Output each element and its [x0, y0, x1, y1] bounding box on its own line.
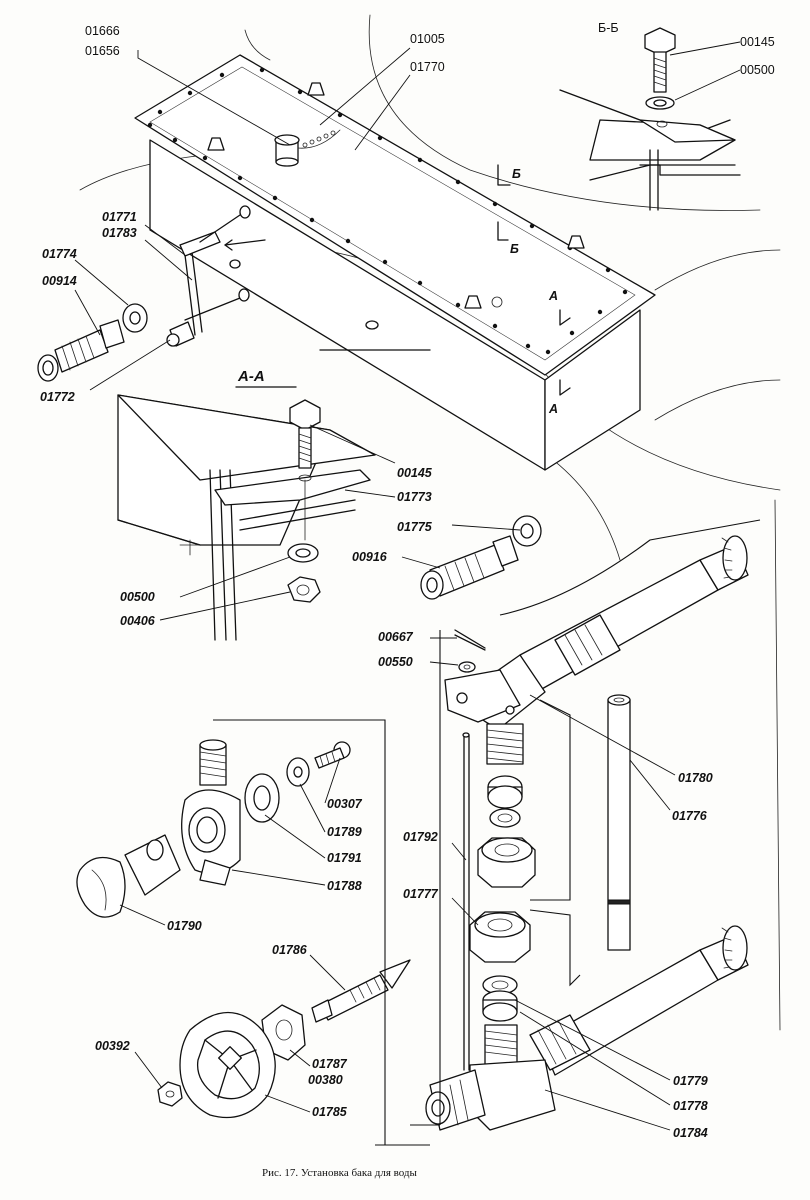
section-title-bb: Б-Б — [598, 21, 619, 35]
section-aa-detail — [117, 394, 376, 641]
part-label: 01771 — [102, 210, 137, 224]
lid-rivets — [147, 67, 628, 355]
section-cut-label: Б — [512, 167, 521, 181]
upper-elbow-pipe — [444, 535, 749, 765]
part-label: 01790 — [167, 919, 202, 933]
part-label: 00500 — [740, 63, 775, 77]
part-label: 00914 — [42, 274, 77, 288]
valve-spindle — [311, 959, 411, 1023]
section-title-aa: А-А — [237, 368, 265, 385]
part-label: 01666 — [85, 24, 120, 38]
part-label: 01788 — [327, 879, 362, 893]
part-label: 01778 — [673, 1099, 708, 1113]
part-label: 01773 — [397, 490, 432, 504]
part-label: 00380 — [308, 1073, 343, 1087]
leader-lines — [74, 41, 741, 1131]
part-label: 00500 — [120, 590, 155, 604]
lower-tee-fitting — [425, 925, 749, 1131]
part-label: 00667 — [378, 630, 414, 644]
part-label: 01656 — [85, 44, 120, 58]
part-label: 00145 — [397, 466, 433, 480]
handwheel-nut — [157, 1081, 183, 1107]
part-label: 00550 — [378, 655, 413, 669]
part-label: 00916 — [352, 550, 388, 564]
part-label: 01776 — [672, 809, 708, 823]
filler-neck — [274, 129, 341, 167]
section-cut-label: А — [548, 402, 558, 416]
inset-section-bb — [559, 27, 741, 211]
section-cut-label: Б — [510, 242, 519, 256]
part-label: 01784 — [673, 1126, 708, 1140]
part-label: 00145 — [740, 35, 775, 49]
part-label: 01774 — [42, 247, 77, 261]
tank-outlet-fitting-right — [420, 515, 542, 600]
part-label: 01777 — [403, 887, 439, 901]
part-label: 01005 — [410, 32, 445, 46]
section-cut-label: А — [548, 289, 558, 303]
part-label: 01779 — [673, 1074, 708, 1088]
vertical-pipe — [607, 694, 631, 951]
tank-drain-valve-assembly — [166, 205, 266, 347]
part-label: 01775 — [397, 520, 433, 534]
part-label: 01792 — [403, 830, 438, 844]
part-label: 01770 — [410, 60, 445, 74]
control-rod — [462, 732, 470, 1071]
part-label: 01780 — [678, 771, 713, 785]
part-label: 01791 — [327, 851, 362, 865]
part-number-labels: 01666 01656 01005 01770 00145 00500 0177… — [40, 24, 775, 1140]
part-label: 01786 — [272, 943, 308, 957]
part-label: 00406 — [120, 614, 156, 628]
part-label: 00307 — [327, 797, 363, 811]
coupling-nut-stack — [469, 775, 536, 1022]
water-tank — [134, 54, 656, 471]
assembly-reference-frames — [213, 519, 761, 1146]
part-label: 01785 — [312, 1105, 348, 1119]
part-label: 01787 — [312, 1057, 348, 1071]
drain-cock-washers — [244, 741, 351, 823]
drain-cock-body — [181, 739, 241, 886]
part-label: 01772 — [40, 390, 75, 404]
part-label: 00392 — [95, 1039, 130, 1053]
part-label: 01789 — [327, 825, 362, 839]
part-label: 01783 — [102, 226, 137, 240]
valve-handwheel — [179, 1011, 276, 1119]
figure-caption: Рис. 17. Установка бака для воды — [262, 1167, 418, 1179]
drain-cock-plug-handle — [76, 834, 181, 918]
tank-outlet-fitting-left — [37, 303, 148, 382]
